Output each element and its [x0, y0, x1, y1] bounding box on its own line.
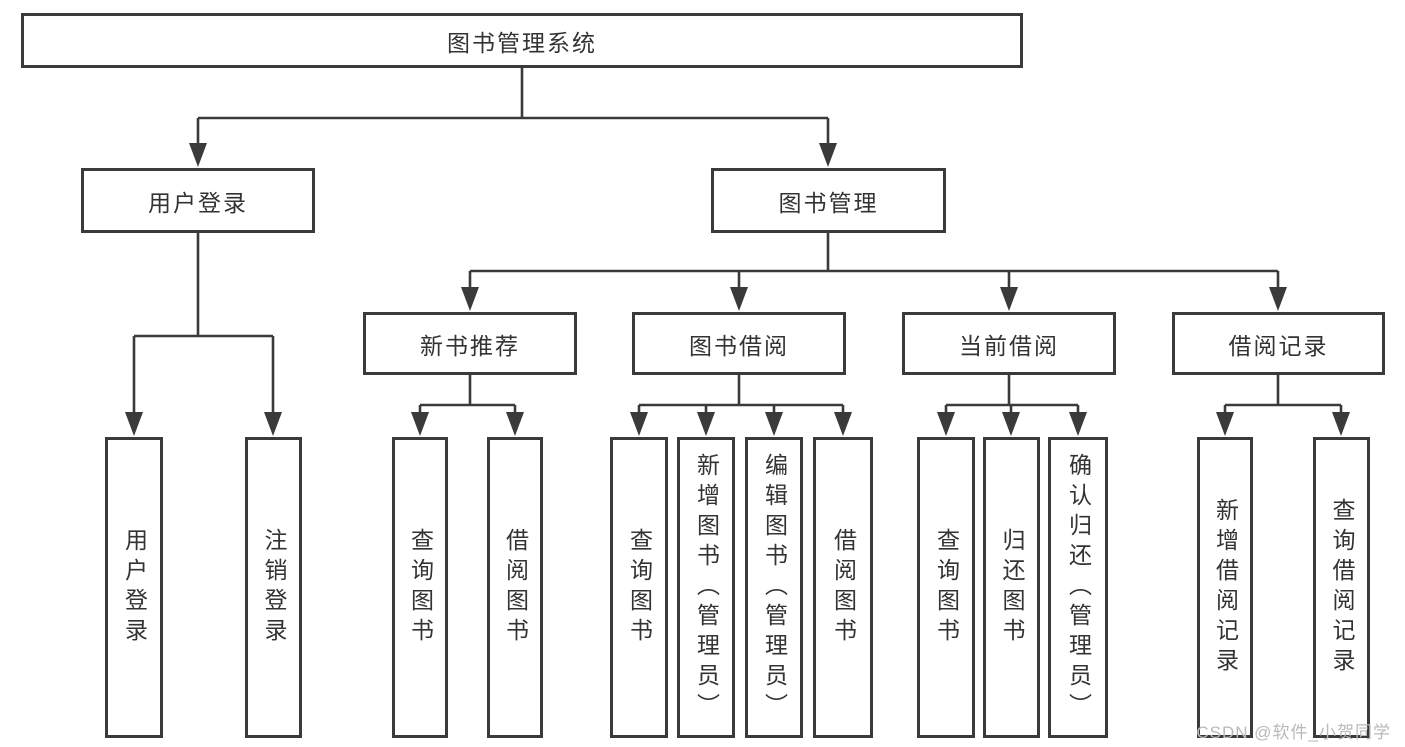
node-borrowing-records: 借阅记录: [1172, 312, 1385, 375]
node-label: 图书管理: [778, 189, 879, 216]
node-label: 查询图书: [626, 527, 653, 648]
node-book-borrowing: 图书借阅: [632, 312, 846, 375]
node-label: 确认归还（管理员）: [1065, 452, 1092, 723]
node-query-borrow-record: 查询借阅记录: [1313, 437, 1370, 738]
node-add-books-admin: 新增图书（管理员）: [677, 437, 735, 738]
node-label: 当前借阅: [959, 332, 1059, 359]
node-label: 新书推荐: [420, 332, 520, 359]
node-query-books-borrowing: 查询图书: [610, 437, 668, 738]
node-add-borrow-record: 新增借阅记录: [1197, 437, 1253, 738]
node-book-management-system: 图书管理系统: [21, 13, 1023, 68]
connector-lines: [132, 68, 1343, 417]
node-label: 新增借阅记录: [1212, 497, 1239, 678]
node-label: 用户登录: [121, 527, 148, 648]
node-book-management: 图书管理: [711, 168, 946, 233]
node-label: 借阅记录: [1228, 332, 1329, 359]
node-user-login: 用户登录: [81, 168, 315, 233]
node-label: 编辑图书（管理员）: [761, 452, 788, 723]
node-label: 查询借阅记录: [1329, 497, 1355, 678]
node-label: 图书借阅: [689, 332, 789, 359]
node-label: 借阅图书: [830, 527, 857, 648]
node-label: 新增图书（管理员）: [693, 452, 720, 723]
node-label: 图书管理系统: [447, 29, 597, 56]
node-label: 查询图书: [933, 527, 960, 648]
node-return-books: 归还图书: [983, 437, 1040, 738]
node-query-books-current: 查询图书: [917, 437, 975, 738]
node-edit-books-admin: 编辑图书（管理员）: [745, 437, 803, 738]
node-label: 用户登录: [148, 189, 248, 216]
csdn-watermark: CSDN @软件_小贺同学: [1196, 723, 1391, 742]
node-current-borrowing: 当前借阅: [902, 312, 1116, 375]
node-borrow-books-recommend: 借阅图书: [487, 437, 543, 738]
node-label: 归还图书: [999, 527, 1025, 648]
node-borrow-books: 借阅图书: [813, 437, 873, 738]
arrowheads: [125, 143, 1350, 436]
node-label: 借阅图书: [502, 527, 529, 648]
node-query-books-recommend: 查询图书: [392, 437, 448, 738]
node-user-login-action: 用户登录: [105, 437, 163, 738]
node-label: 注销登录: [261, 527, 287, 648]
node-label: 查询图书: [407, 527, 434, 648]
node-confirm-return-admin: 确认归还（管理员）: [1048, 437, 1108, 738]
node-logout: 注销登录: [245, 437, 302, 738]
node-new-book-recommendation: 新书推荐: [363, 312, 577, 375]
